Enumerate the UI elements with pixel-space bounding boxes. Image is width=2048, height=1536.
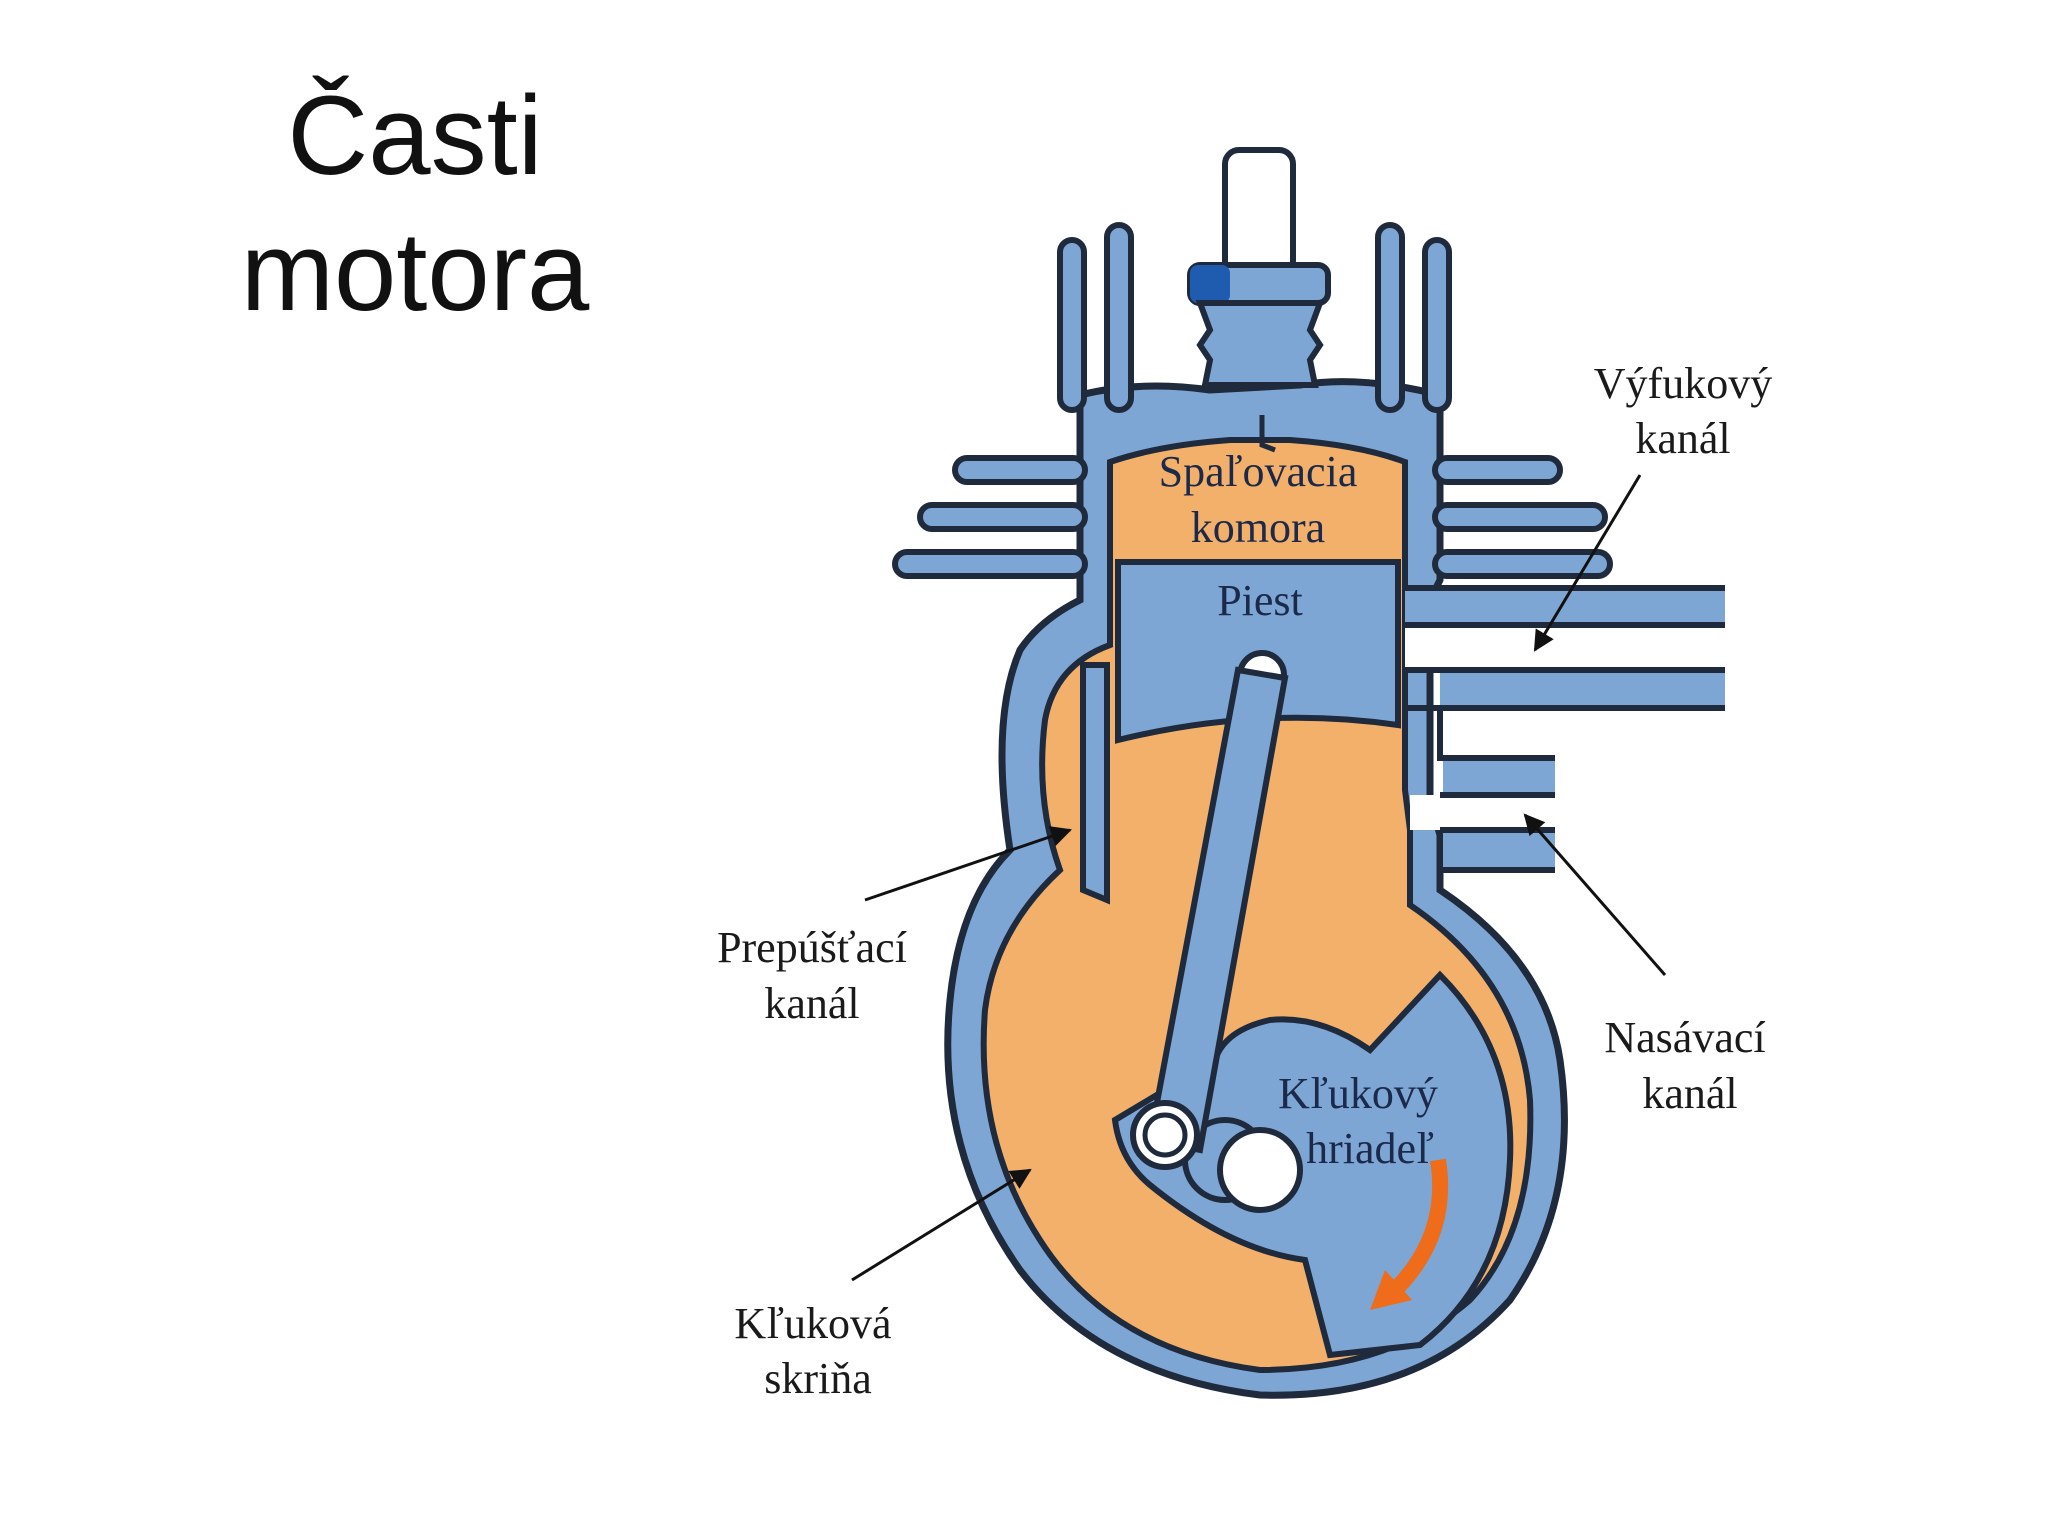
title-line-1: Časti — [287, 73, 543, 198]
transfer-port-channel — [1080, 662, 1110, 905]
leader-arrows — [851, 474, 1667, 1282]
title-line-2: motora — [240, 209, 590, 334]
transfer-port-label-line1: Prepúšťací — [717, 923, 907, 972]
combustion-chamber-label-line2: komora — [1191, 503, 1325, 552]
rotation-arrow — [1370, 1158, 1449, 1310]
exhaust-port-channel — [1405, 585, 1725, 711]
crankcase-leader-arrow — [851, 1168, 1032, 1282]
intake-port-channel — [1410, 708, 1555, 873]
exhaust-port-label-line1: Výfukový — [1594, 359, 1772, 408]
slide-title: Časti motora — [215, 68, 615, 340]
exhaust-leader-arrow — [1533, 474, 1642, 652]
crankcase-label-line1: Kľuková — [734, 1299, 891, 1348]
cooling-fins-left — [892, 222, 1134, 579]
combustion-chamber-label-line1: Spaľovacia — [1159, 447, 1358, 496]
connecting-rod — [1130, 666, 1289, 1170]
transfer-leader-arrow — [864, 826, 1072, 902]
piston-label: Piest — [1217, 576, 1303, 625]
crankcase-label-line2: skriňa — [764, 1354, 872, 1403]
intake-port-label-line1: Nasávací — [1604, 1013, 1765, 1062]
transfer-port-label-line2: kanál — [764, 979, 859, 1028]
exhaust-port-label-line2: kanál — [1635, 414, 1730, 463]
intake-leader-arrow — [1523, 813, 1667, 976]
crankshaft-label-line1: Kľukový — [1278, 1069, 1438, 1118]
cooling-fins-right — [1375, 222, 1613, 579]
intake-port-label-line2: kanál — [1642, 1069, 1737, 1118]
spark-plug — [1187, 147, 1331, 453]
crankshaft-label-line2: hriadeľ — [1306, 1124, 1434, 1173]
